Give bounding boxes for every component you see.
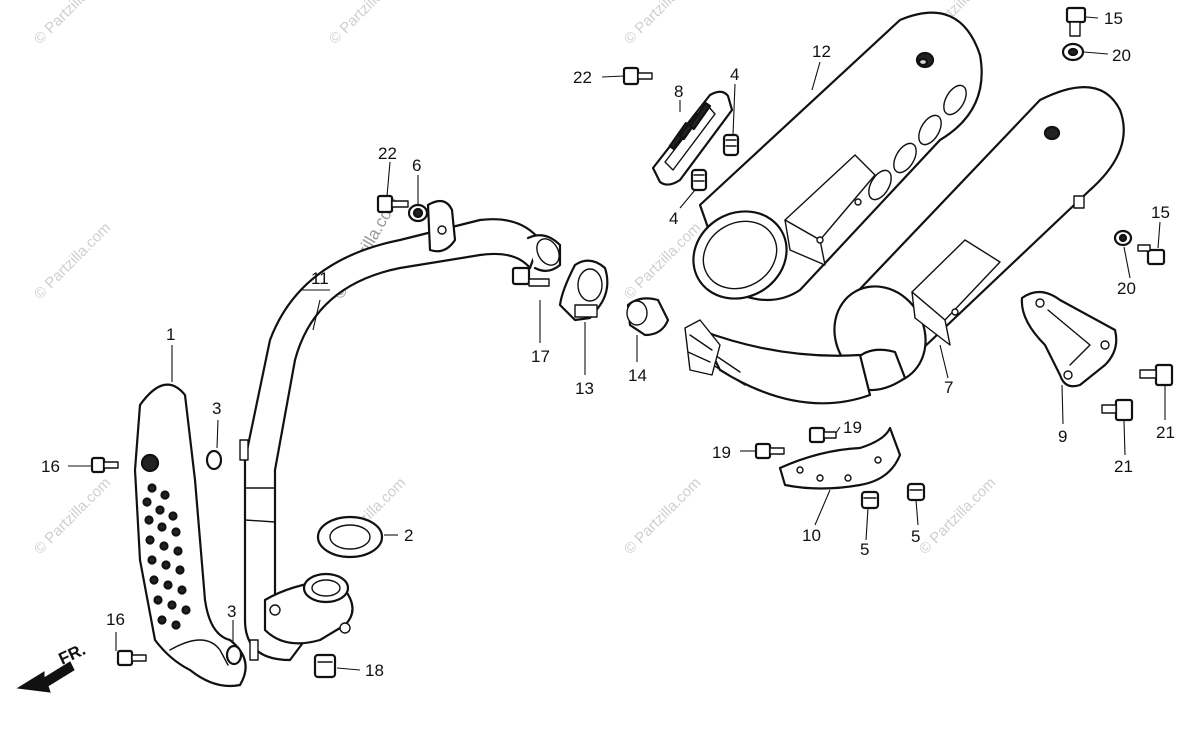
callout-3-upper: 3	[212, 399, 221, 418]
bolt-15-upper	[1065, 6, 1087, 37]
callout-7: 7	[944, 378, 953, 397]
washer-3-upper	[205, 449, 223, 471]
callout-20-upper: 20	[1112, 46, 1131, 65]
bolt-19-right	[808, 426, 837, 444]
nut-18	[313, 653, 337, 679]
grommet-5-left	[860, 490, 880, 510]
watermark: © Partzilla.com	[326, 0, 409, 48]
front-arrow-icon	[16, 661, 75, 693]
heat-shield-holes	[142, 483, 191, 630]
callout-4-upper: 4	[730, 65, 739, 84]
muffler-cover-upper	[692, 11, 983, 301]
callout-1: 1	[166, 325, 175, 344]
callout-11: 11	[311, 269, 329, 288]
callout-20-lower: 20	[1117, 279, 1136, 298]
front-direction-marker: FR.	[16, 640, 89, 693]
callout-16-upper: 16	[41, 457, 60, 476]
watermark: © Partzilla.com	[621, 0, 704, 48]
joint-gasket	[626, 297, 670, 337]
bolt-22-upper	[622, 66, 653, 86]
watermark: © Partzilla.com	[916, 474, 999, 557]
callout-15-lower: 15	[1151, 203, 1170, 222]
watermark: © Partzilla.com	[621, 474, 704, 557]
bolt-21-right	[1139, 363, 1174, 387]
muffler	[684, 86, 1125, 405]
watermark: © Partzilla.com	[621, 219, 704, 302]
bolt-22-left	[376, 194, 409, 214]
callout-22-upper: 22	[573, 68, 592, 87]
callout-5-right: 5	[911, 527, 920, 546]
bolt-21-left	[1101, 398, 1134, 422]
callout-16-lower: 16	[106, 610, 125, 629]
washer-20-upper	[1061, 42, 1085, 62]
callout-labels: 1 2 3 3 4 4 5 5 6 7 8 9 10 11 12 13 14 1…	[41, 9, 1175, 680]
watermark: © Partzilla.com	[31, 0, 114, 48]
grommet-lower	[690, 168, 708, 192]
heat-shield	[133, 383, 247, 688]
washer-20-lower	[1113, 229, 1133, 247]
callout-2: 2	[404, 526, 413, 545]
callout-21-right: 21	[1156, 423, 1175, 442]
muffler-protector	[778, 426, 902, 490]
callout-5-left: 5	[860, 540, 869, 559]
exhaust-gasket	[316, 515, 384, 559]
callout-21-left: 21	[1114, 457, 1133, 476]
callout-9: 9	[1058, 427, 1067, 446]
callout-4-lower: 4	[669, 209, 678, 228]
callout-6: 6	[412, 156, 421, 175]
callout-22-left: 22	[378, 144, 397, 163]
nut-6	[407, 203, 429, 223]
callout-10: 10	[802, 526, 821, 545]
grommet-5-right	[906, 482, 926, 502]
callout-14: 14	[628, 366, 647, 385]
bolt-15-lower	[1137, 244, 1166, 266]
screw-16-upper	[90, 456, 119, 474]
callout-3-lower: 3	[227, 602, 236, 621]
emblem-plate	[651, 90, 734, 186]
leader-lines	[68, 16, 1166, 671]
exhaust-pipe	[239, 199, 562, 662]
callout-19-left: 19	[712, 443, 731, 462]
grommet-upper	[722, 133, 740, 157]
callout-15-upper: 15	[1104, 9, 1123, 28]
watermark: © Partzilla.com	[31, 474, 114, 557]
pipe-clamp	[558, 259, 609, 322]
front-marker-label: FR.	[56, 640, 89, 669]
callout-13: 13	[575, 379, 594, 398]
callout-8: 8	[674, 82, 683, 101]
muffler-bracket	[1020, 290, 1118, 388]
washer-3-lower	[225, 644, 243, 666]
screw-16-lower	[116, 649, 147, 667]
callout-19-right: 19	[843, 418, 862, 437]
callout-17: 17	[531, 347, 550, 366]
watermark: © Partzilla.com	[31, 219, 114, 302]
callout-18: 18	[365, 661, 384, 680]
callout-12: 12	[812, 42, 831, 61]
bolt-17	[511, 266, 550, 287]
bolt-19-left	[754, 442, 785, 460]
